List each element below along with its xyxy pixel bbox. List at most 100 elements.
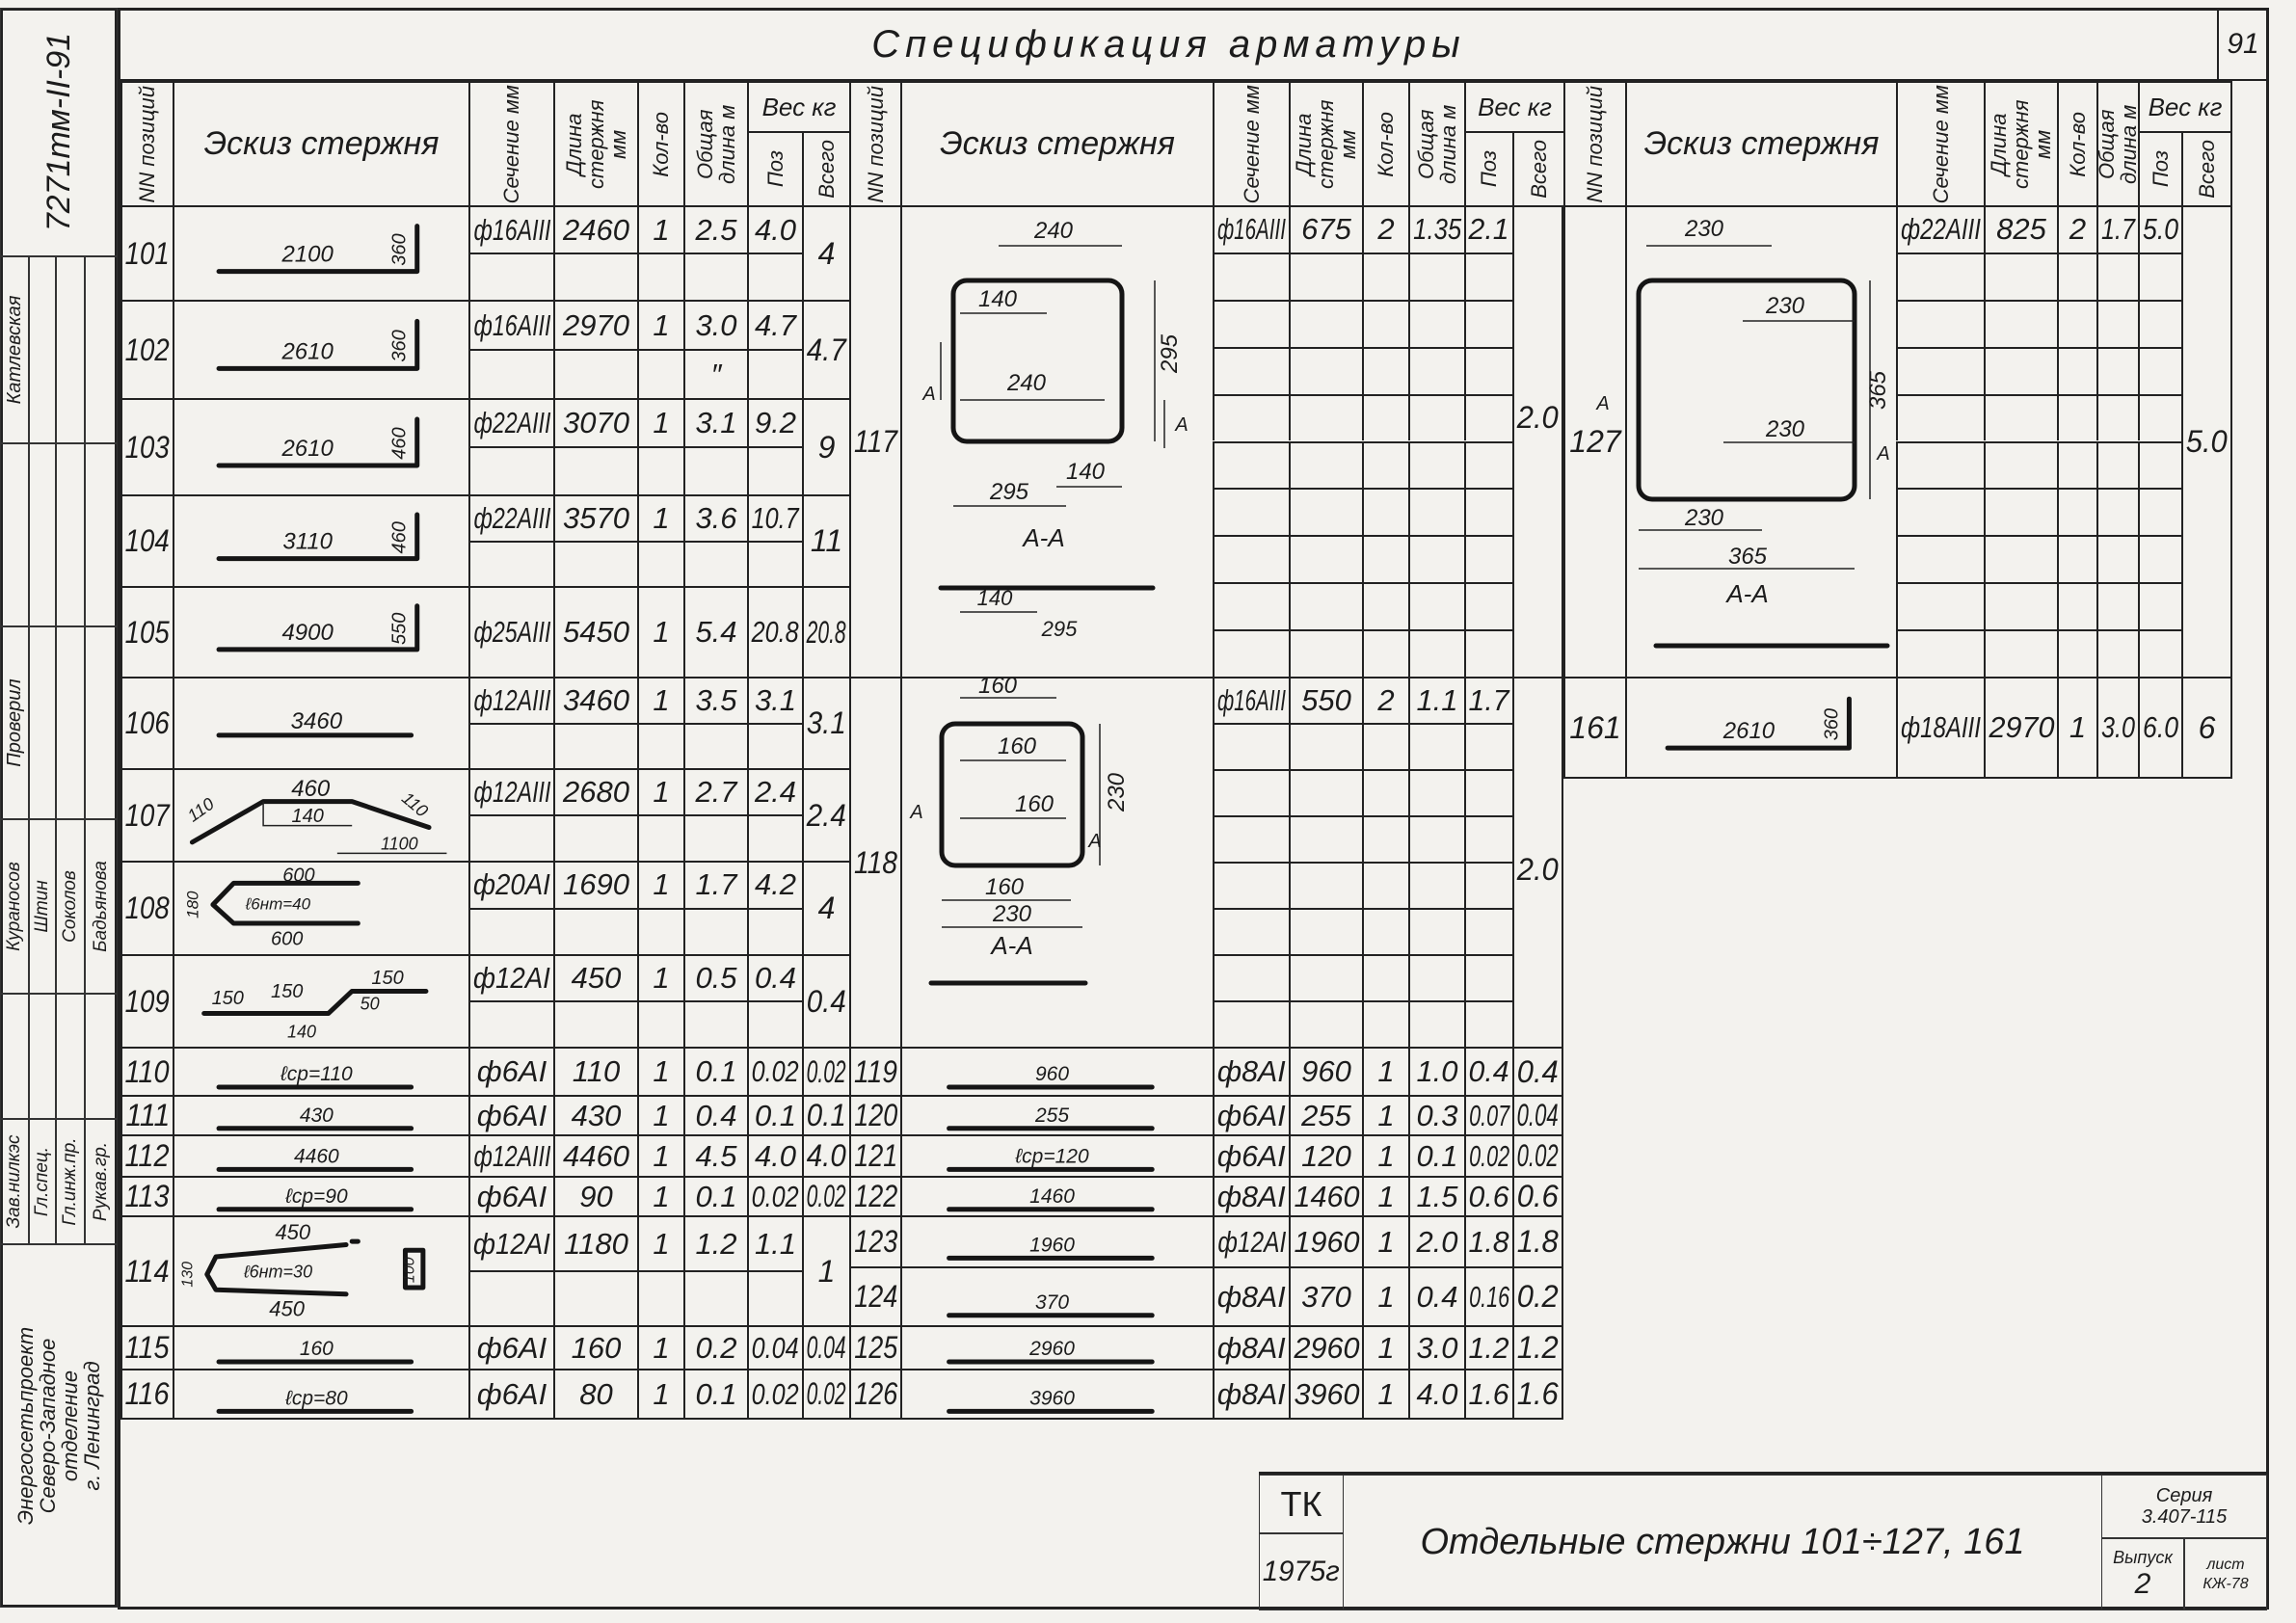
- weight-total-cell: 0.02: [802, 1369, 849, 1420]
- weight-total-cell-text: 0.6: [1516, 1179, 1560, 1213]
- total-length-cell-sub: [683, 1000, 747, 1047]
- staff-role: Гл.спец.: [29, 1119, 56, 1244]
- dimension-label: 150: [371, 968, 403, 989]
- bar-sketch-cell: ℓср=110: [173, 1047, 468, 1095]
- bar-sketch-cell: 2100 360: [173, 205, 468, 300]
- total-length-cell-text: 2.0: [1416, 1224, 1458, 1259]
- series-label: Серия: [2155, 1485, 2213, 1506]
- dimension-label: 450: [269, 1297, 305, 1321]
- checked-name: Катлевская: [0, 256, 29, 443]
- weight-pos-cell-sub: [747, 907, 802, 954]
- drawing-code: 7271тм-II-91: [0, 8, 118, 256]
- bar-sketch-straight: 255: [947, 1104, 1155, 1131]
- dimension-label: 360: [389, 233, 411, 265]
- weight-pos-cell-sub: [1464, 393, 1512, 441]
- dimension-label: 255: [1034, 1104, 1069, 1127]
- section-cell-sub: [1213, 908, 1289, 954]
- position-number-text: 102: [124, 332, 171, 367]
- total-length-cell-sub-text: ″: [710, 357, 722, 391]
- section-cell-text: ф16AIII: [473, 307, 550, 342]
- bar-sketch-cell: 960: [900, 1047, 1213, 1095]
- series-value: 3.407-115: [2141, 1506, 2228, 1528]
- organization-line: отделение: [58, 1370, 82, 1482]
- weight-total-cell: 20.8: [802, 586, 849, 677]
- position-number-text: 101: [124, 235, 171, 271]
- bar-sketch-straight: 1960: [947, 1234, 1155, 1261]
- weight-pos-cell-sub: [1464, 535, 1512, 583]
- dimension-label: А-А: [989, 931, 1032, 960]
- qty-cell-text: 1: [653, 615, 670, 649]
- weight-total-cell: 1.6: [1512, 1369, 1563, 1420]
- length-cell-text: 2960: [1293, 1330, 1360, 1365]
- section-cell-sub: [1896, 393, 1984, 441]
- dimension-label: 2610: [280, 338, 334, 364]
- qty-cell-sub: [2057, 346, 2096, 394]
- total-length-cell-text: 0.1: [695, 1054, 737, 1088]
- staff-name-text: Соколов: [60, 870, 80, 943]
- weight-total-cell-text: 0.02: [807, 1053, 846, 1089]
- total-length-cell: 2.0: [1408, 1215, 1464, 1266]
- position-number: 117: [849, 205, 900, 677]
- bar-sketch-straight: ℓср=90: [216, 1185, 414, 1212]
- section-cell-sub: [468, 1000, 553, 1047]
- section-cell-text: ф6AI: [1217, 1098, 1286, 1132]
- dimension-label: 230: [992, 901, 1032, 927]
- bar-sketch-hook: 2100 360: [216, 224, 420, 275]
- weight-pos-cell: 1.8: [1464, 1215, 1512, 1266]
- length-cell-text: 1690: [563, 867, 629, 902]
- length-cell-sub: [1289, 723, 1362, 769]
- weight-pos-cell: 3.1: [747, 677, 802, 723]
- weight-total-cell: 4.0: [802, 1134, 849, 1176]
- section-cell-text: ф22AIII: [473, 406, 550, 439]
- length-cell-sub: [1289, 535, 1362, 583]
- weight-pos-cell-text: 0.16: [1469, 1279, 1509, 1314]
- section-cell: ф20AI: [468, 861, 553, 908]
- stamp-empty-cell: [56, 626, 85, 819]
- total-length-cell: 0.4: [683, 1095, 747, 1134]
- qty-cell: 1: [1362, 1047, 1408, 1095]
- dimension-label: 2100: [280, 242, 334, 268]
- dimension-label: ℓср=120: [1014, 1145, 1089, 1167]
- section-cell: ф8AI: [1213, 1176, 1289, 1215]
- length-cell: 2680: [553, 768, 637, 814]
- section-cell-text: ф18AIII: [1901, 710, 1981, 744]
- total-length-cell-sub: [1408, 440, 1464, 489]
- sheet-number-text: 91: [2227, 28, 2259, 60]
- dimension-label: 960: [1035, 1063, 1069, 1085]
- qty-cell: 2: [1362, 677, 1408, 723]
- dimension-label: 1960: [1029, 1234, 1075, 1256]
- section-cell: ф12AI: [1213, 1215, 1289, 1266]
- weight-pos-cell-text: 1.7: [1468, 683, 1509, 717]
- total-length-cell-sub: [683, 814, 747, 861]
- qty-cell-text: 1: [653, 1054, 670, 1088]
- left-header-weight-total-text: Всего: [814, 140, 839, 199]
- dimension-label: ℓ6нт=40: [245, 895, 311, 914]
- length-cell: 5450: [553, 586, 637, 677]
- qty-cell-text: 1: [653, 1179, 670, 1213]
- weight-total-cell-text: 11: [810, 523, 843, 558]
- section-cell-sub: [1896, 346, 1984, 394]
- weight-pos-cell-text: 1.1: [754, 1226, 797, 1261]
- total-length-cell-sub: [2096, 535, 2138, 583]
- position-number: 124: [849, 1266, 900, 1325]
- dimension-label: 140: [287, 1022, 316, 1041]
- position-number-text: 117: [854, 424, 898, 459]
- left-header-section: Сечение мм: [468, 81, 553, 205]
- length-cell-sub: [1289, 582, 1362, 630]
- weight-pos-cell-sub: [1464, 908, 1512, 954]
- issue-value: 2: [2134, 1567, 2151, 1600]
- qty-cell-sub: [1362, 769, 1408, 815]
- length-cell-text: 2970: [563, 307, 629, 342]
- dimension-label: 110: [184, 794, 218, 826]
- staff-name: Соколов: [56, 819, 85, 994]
- mid-header-weight: Вес кг: [1464, 81, 1563, 131]
- section-cell: ф12AI: [468, 954, 553, 1000]
- dimension-label: 240: [1033, 218, 1074, 244]
- total-length-cell-text: 1.5: [1416, 1179, 1458, 1213]
- length-cell-sub: [1289, 629, 1362, 677]
- weight-pos-cell: 2.4: [747, 768, 802, 814]
